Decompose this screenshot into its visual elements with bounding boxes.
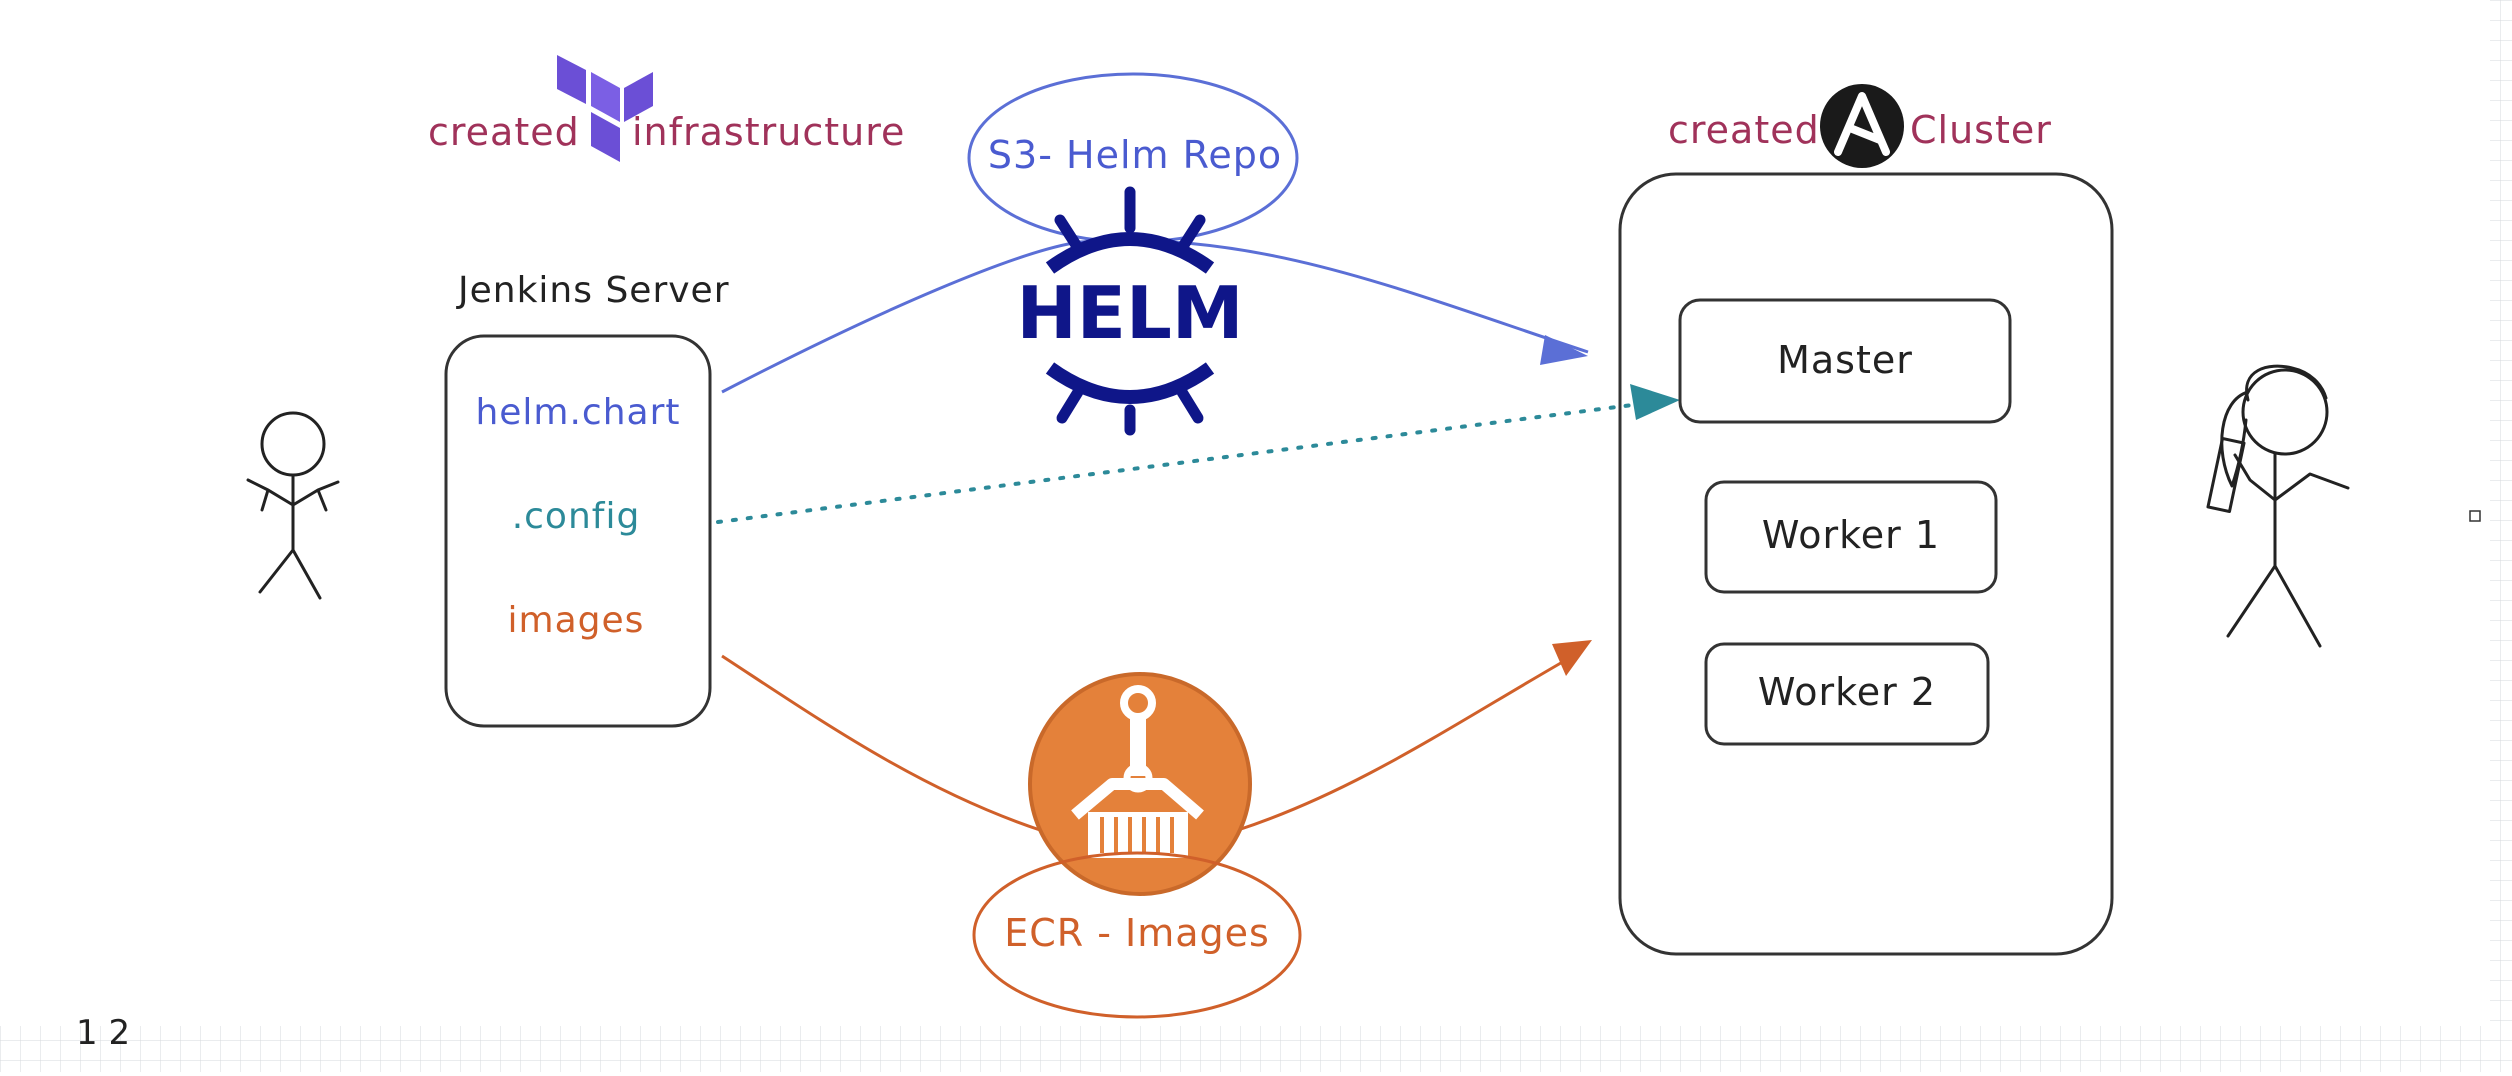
ecr-images-label: ECR - Images [1004,911,1270,955]
grid-strip-bottom [0,1026,2512,1072]
ecr-flow-arrow [721,650,1581,832]
config-flow-arrow [716,402,1642,524]
stick-figure-user-icon [246,411,340,600]
worker1-node-label: Worker 1 [1762,513,1940,557]
grid-strip-right [2490,0,2512,1072]
helm-arrowhead [1540,335,1588,365]
stick-figure-admin-icon [2206,364,2350,648]
ecr-robot-arm-icon [1028,672,1252,896]
cutoff-marker: 1 2 [76,1013,130,1053]
ecr-images-oval [972,851,1302,1019]
terraform-logo-icon [557,55,653,162]
jenkins-item-images: images [508,600,645,641]
ecr-arrowhead [1552,640,1592,676]
ansible-label-created: created [1668,108,1820,152]
worker2-node-label: Worker 2 [1758,670,1936,714]
helm-wheel-icon [1045,186,1215,436]
config-arrowhead [1630,384,1680,420]
helm-repo-label: S3- Helm Repo [988,133,1282,177]
resize-handle[interactable] [2469,510,2481,522]
terraform-label-infrastructure: infrastructure [632,110,905,154]
ansible-label-cluster: Cluster [1910,108,2052,152]
master-node-box [1678,298,2012,424]
master-node-label: Master [1777,338,1913,382]
worker2-node-box [1704,642,1990,746]
worker1-node-box [1704,480,1998,594]
jenkins-server-box [444,334,712,728]
terraform-label-created: created [428,110,580,154]
cluster-box [1618,172,2114,956]
ansible-logo-icon [1820,84,1904,168]
jenkins-server-title: Jenkins Server [456,270,730,311]
jenkins-item-helm-chart: helm.chart [475,392,680,433]
jenkins-item-config: .config [512,496,641,537]
helm-logo-text: HELM [1017,271,1244,355]
